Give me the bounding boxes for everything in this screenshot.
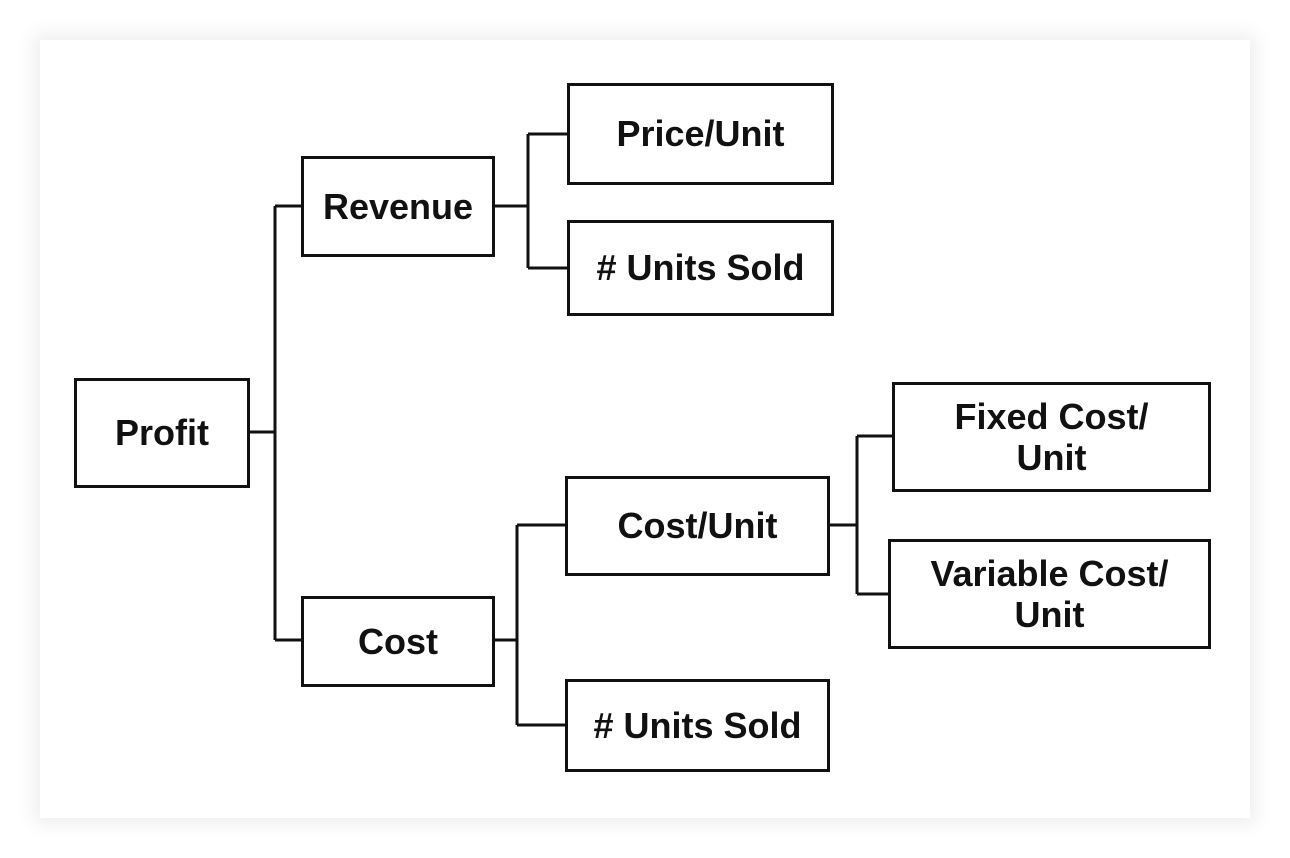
node-variable-cost-unit-label: Variable Cost/ Unit [930, 552, 1169, 635]
node-fixed-cost-unit-label: Fixed Cost/ Unit [954, 395, 1149, 478]
node-cost-label: Cost [358, 620, 438, 662]
node-units-sold-revenue-label: # Units Sold [596, 247, 805, 289]
node-variable-cost-unit: Variable Cost/ Unit [888, 539, 1211, 649]
node-revenue: Revenue [301, 156, 495, 257]
node-price-unit-label: Price/Unit [616, 113, 785, 155]
node-cost-unit-label: Cost/Unit [617, 505, 778, 547]
node-units-sold-revenue: # Units Sold [567, 220, 834, 316]
node-profit: Profit [74, 378, 250, 488]
node-units-sold-cost: # Units Sold [565, 679, 830, 772]
node-cost: Cost [301, 596, 495, 687]
node-revenue-label: Revenue [322, 185, 474, 227]
node-units-sold-cost-label: # Units Sold [593, 704, 802, 746]
node-price-unit: Price/Unit [567, 83, 834, 185]
node-profit-label: Profit [115, 412, 209, 454]
node-cost-unit: Cost/Unit [565, 476, 830, 576]
node-fixed-cost-unit: Fixed Cost/ Unit [892, 382, 1211, 492]
